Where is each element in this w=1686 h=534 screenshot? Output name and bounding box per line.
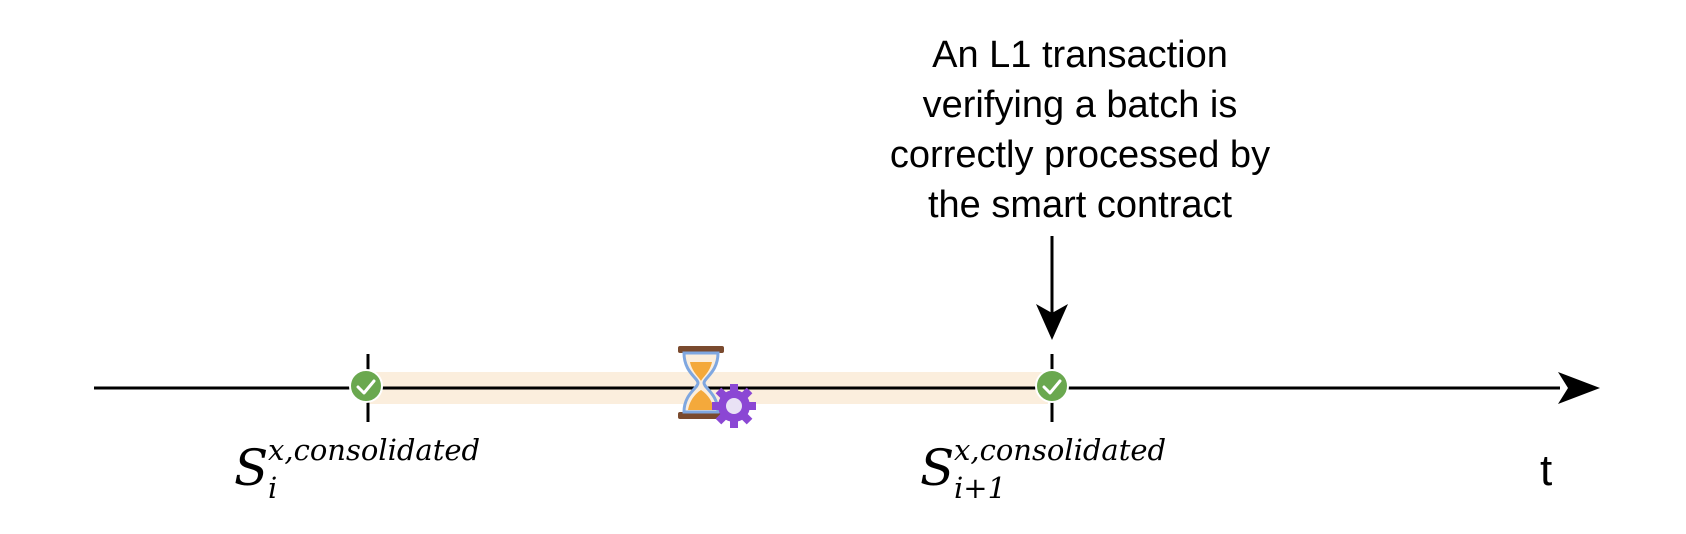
time-axis-label: t <box>1540 446 1553 495</box>
state-label-superscript: x,consolidated <box>954 433 1167 467</box>
annotation-line: verifying a batch is <box>922 84 1238 126</box>
time-axis-arrowhead <box>1558 372 1600 404</box>
l1-transaction-annotation: An L1 transaction verifying a batch is c… <box>820 30 1340 230</box>
state-label-base: S <box>234 439 269 497</box>
state-label-subscript: i <box>268 471 278 505</box>
check-circle-icon <box>1035 369 1069 403</box>
hourglass-gear-icon <box>678 346 756 428</box>
state-label-subscript: i+1 <box>954 471 1007 505</box>
annotation-line: An L1 transaction <box>932 34 1228 76</box>
state-label-superscript: x,consolidated <box>268 433 481 467</box>
check-circle-icon <box>349 369 383 403</box>
state-label-right: S x,consolidated i+1 <box>920 435 1200 513</box>
annotation-arrow-head <box>1036 304 1068 340</box>
state-label-base: S <box>920 439 955 497</box>
annotation-line: correctly processed by <box>889 134 1271 176</box>
annotation-line: the smart contract <box>927 184 1233 226</box>
state-label-left: S x,consolidated i <box>234 435 514 513</box>
